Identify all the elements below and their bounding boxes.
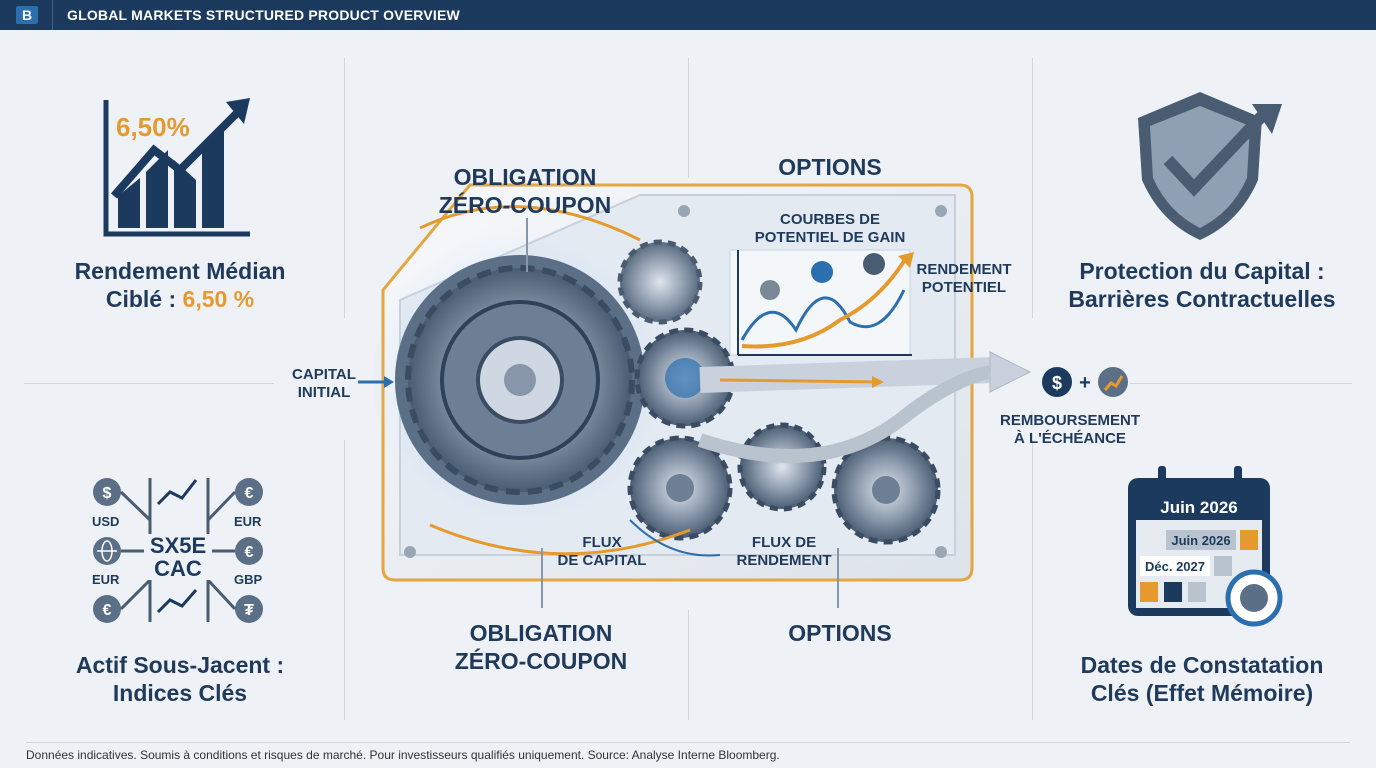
capital-line1: CAPITAL [292,366,356,383]
currency-usd: USD [92,514,120,529]
index-center-label: SX5E CAC [144,534,212,580]
protection-line1: Protection du Capital : [1079,258,1325,284]
median-yield-line2: Ciblé : 6,50 % [40,286,320,314]
curves-line1: COURBES DE [779,211,880,228]
plus-icon: + [1079,372,1091,394]
initial-capital-label: CAPITAL INITIAL [282,366,366,402]
yield-gear [737,422,827,512]
zero-coupon-bottom-label: OBLIGATION ZÉRO-COUPON [416,620,666,675]
capital-input-arrow [358,376,394,388]
gain-curves-label: COURBES DE POTENTIEL DE GAIN [740,211,920,247]
calendar-icon [1128,466,1283,627]
underlying-line1: Actif Sous-Jacent : [75,652,285,678]
shield-check-icon [1138,92,1282,240]
svg-text:$: $ [1052,373,1062,393]
growth-chart-icon [103,98,250,237]
bloomberg-logo-icon: B [16,6,38,24]
divider-h1 [24,383,274,384]
zc-bottom-line2: ZÉRO-COUPON [454,647,628,674]
footer-divider [26,742,1350,743]
underlying-line2: Indices Clés [112,679,248,706]
calendar-header-date: Juin 2026 [1160,498,1238,517]
capital-protection-label: Protection du Capital : Barrières Contra… [1050,258,1354,313]
footer-disclaimer: Données indicatives. Soumis à conditions… [26,748,780,762]
flux-rend-line2: RENDEMENT [736,552,832,569]
repayment-arrow [697,351,1032,463]
options-bottom-label: OPTIONS [788,620,892,646]
yield-gear-2 [831,435,941,545]
currency-eur-2: EUR [92,572,120,587]
zc-top-line1: OBLIGATION [453,164,597,190]
options-gear-2 [617,239,703,325]
zc-top-line2: ZÉRO-COUPON [438,191,612,218]
calendar-row1-date: Juin 2026 [1171,533,1231,548]
currency-gbp: GBP [234,572,263,587]
observation-dates-label: Dates de Constatation Clés (Effet Mémoir… [1050,652,1354,707]
currency-eur-1: EUR [234,514,262,529]
zero-coupon-top-label: OBLIGATION ZÉRO-COUPON [400,164,650,219]
repay-line1: REMBOURSEMENT [999,412,1140,429]
maturity-repayment-label: REMBOURSEMENT À L'ÉCHÉANCE [992,412,1148,448]
index-network-icon [93,478,263,623]
target-yield-value: 6,50% [116,112,190,142]
divider-h2 [1130,383,1352,384]
flux-arrow [629,519,721,557]
median-yield-prefix: Ciblé : [105,285,183,312]
zc-bottom-line1: OBLIGATION [469,620,613,646]
header-bar: B GLOBAL MARKETS STRUCTURED PRODUCT OVER… [0,0,1376,30]
capital-flow-label: FLUX DE CAPITAL [548,534,656,570]
euro-icon-2: € [245,544,254,561]
zero-coupon-gear [370,230,670,530]
euro-icon-3: € [103,602,112,619]
flux-cap-line2: DE CAPITAL [557,552,647,569]
flux-cap-line1: FLUX [582,534,622,551]
divider-v3 [1032,58,1033,318]
divider-v2 [688,58,689,178]
yield-line2: POTENTIEL [921,279,1007,296]
dollar-coin-icon: $ [1042,367,1072,397]
yield-flow-label: FLUX DE RENDEMENT [728,534,840,570]
globe-icon [97,540,117,562]
header-divider [52,0,53,30]
divider-v6 [1032,440,1033,720]
median-yield-line1: Rendement Médian [74,258,286,284]
yield-line1: RENDEMENT [916,261,1012,278]
gain-potential-chart [729,249,914,356]
potential-yield-label: RENDEMENT POTENTIEL [906,261,1022,297]
calendar-row2-date: Déc. 2027 [1145,559,1205,574]
growth-coin-icon [1098,367,1128,397]
repay-line2: À L'ÉCHÉANCE [1014,430,1126,447]
dates-line2: Clés (Effet Mémoire) [1090,679,1314,706]
euro-icon: € [245,485,254,502]
median-yield-value: 6,50 % [182,285,255,312]
divider-v1 [344,58,345,318]
currency-icon: ₮ [244,602,254,619]
divider-v5 [688,610,689,720]
capital-line2: INITIAL [297,384,351,401]
options-top-label: OPTIONS [778,154,882,180]
flux-rend-line1: FLUX DE [751,534,817,551]
page-title: GLOBAL MARKETS STRUCTURED PRODUCT OVERVI… [67,7,460,23]
index-sx5e: SX5E [149,533,207,558]
curves-line2: POTENTIEL DE GAIN [754,229,906,246]
underlying-asset-label: Actif Sous-Jacent : Indices Clés [40,652,320,707]
divider-v4 [344,440,345,720]
flow-arc-top [419,205,641,242]
median-yield-label: Rendement Médian Ciblé : 6,50 % [40,258,320,313]
protection-line2: Barrières Contractuelles [1068,285,1336,312]
dollar-icon: $ [103,485,112,502]
dates-line1: Dates de Constatation [1080,652,1324,678]
index-cac: CAC [154,556,202,582]
capital-gear [627,435,733,541]
